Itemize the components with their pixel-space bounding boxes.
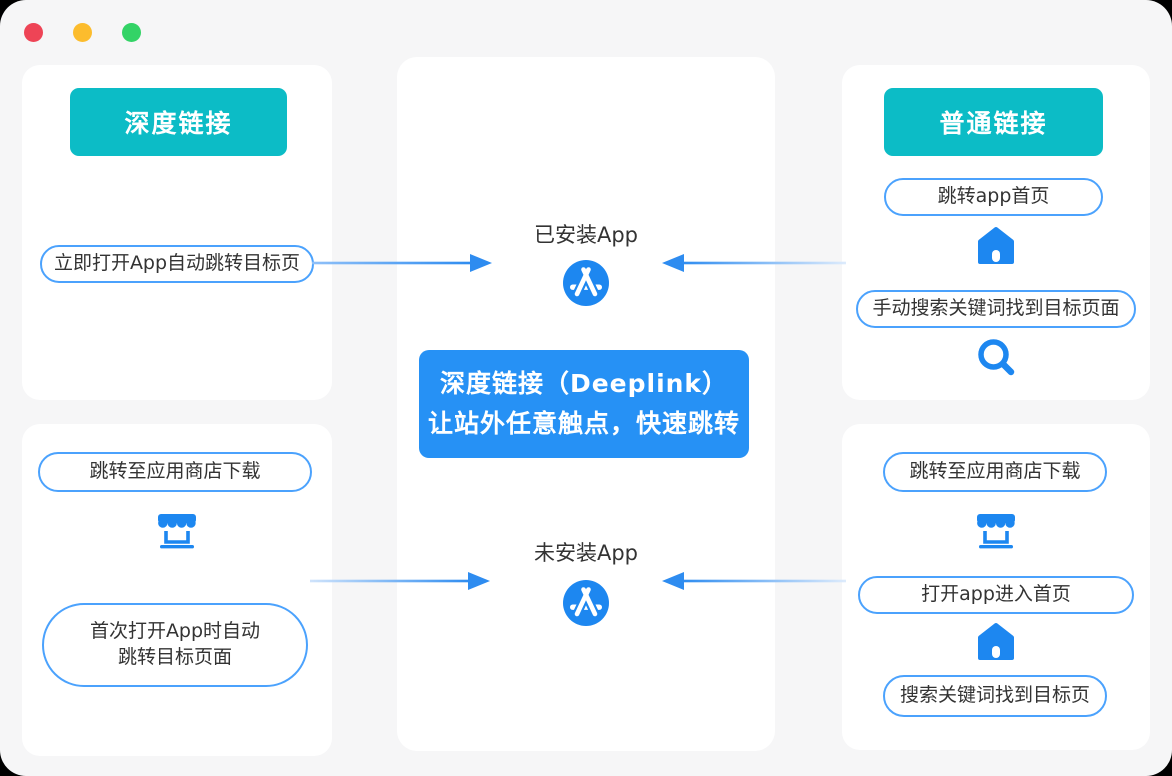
deeplink-open-pill: 立即打开App自动跳转目标页 (40, 245, 314, 283)
normallink-home-pill: 跳转app首页 (884, 178, 1103, 216)
store-icon (153, 508, 201, 560)
deeplink-firstopen-oval: 首次打开App时自动 跳转目标页面 (42, 603, 308, 687)
appstore-icon (562, 579, 610, 631)
minimize-button-icon[interactable] (73, 23, 92, 42)
deeplink-header: 深度链接 (70, 88, 287, 156)
window-controls (24, 23, 141, 42)
appstore-icon (562, 259, 610, 311)
close-button-icon[interactable] (24, 23, 43, 42)
normallink-store-pill: 跳转至应用商店下载 (883, 452, 1107, 492)
not-installed-app-label: 未安装App (533, 541, 639, 565)
arrow-left-bottom (310, 572, 490, 590)
normallink-panel-bottom: 跳转至应用商店下载 打开app进入首页 搜索关键词找到目标页 (842, 424, 1150, 750)
home-icon (975, 621, 1017, 667)
oval-line2: 跳转目标页面 (117, 646, 232, 668)
zoom-button-icon[interactable] (122, 23, 141, 42)
store-icon (972, 508, 1020, 560)
deeplink-panel-bottom: 跳转至应用商店下载 首次打开App时自动 跳转目标页面 (22, 424, 332, 756)
deeplink-store-pill: 跳转至应用商店下载 (38, 452, 312, 492)
normallink-header: 普通链接 (884, 88, 1103, 156)
deeplink-banner: 深度链接（Deeplink） 让站外任意触点，快速跳转 (419, 350, 749, 458)
banner-line2: 让站外任意触点，快速跳转 (427, 409, 740, 438)
banner-line1: 深度链接（Deeplink） (439, 369, 729, 398)
normallink-panel-top: 普通链接 跳转app首页 手动搜索关键词找到目标页面 (842, 65, 1150, 400)
normallink-keyword-pill: 搜索关键词找到目标页 (883, 675, 1107, 717)
normallink-open-pill: 打开app进入首页 (858, 576, 1134, 614)
oval-line1: 首次打开App时自动 (89, 620, 261, 643)
normallink-search-pill: 手动搜索关键词找到目标页面 (856, 290, 1136, 328)
installed-app-label: 已安装App (533, 223, 639, 247)
center-panel: 已安装App 深度链接（Deeplink） 让站外任意触点，快速跳转 未安装Ap… (397, 57, 775, 751)
arrow-left-top (312, 254, 492, 272)
search-icon (974, 335, 1018, 383)
arrow-right-top (662, 254, 846, 272)
arrow-right-bottom (662, 572, 846, 590)
deeplink-panel-top: 深度链接 立即打开App自动跳转目标页 (22, 65, 332, 400)
home-icon (975, 225, 1017, 271)
